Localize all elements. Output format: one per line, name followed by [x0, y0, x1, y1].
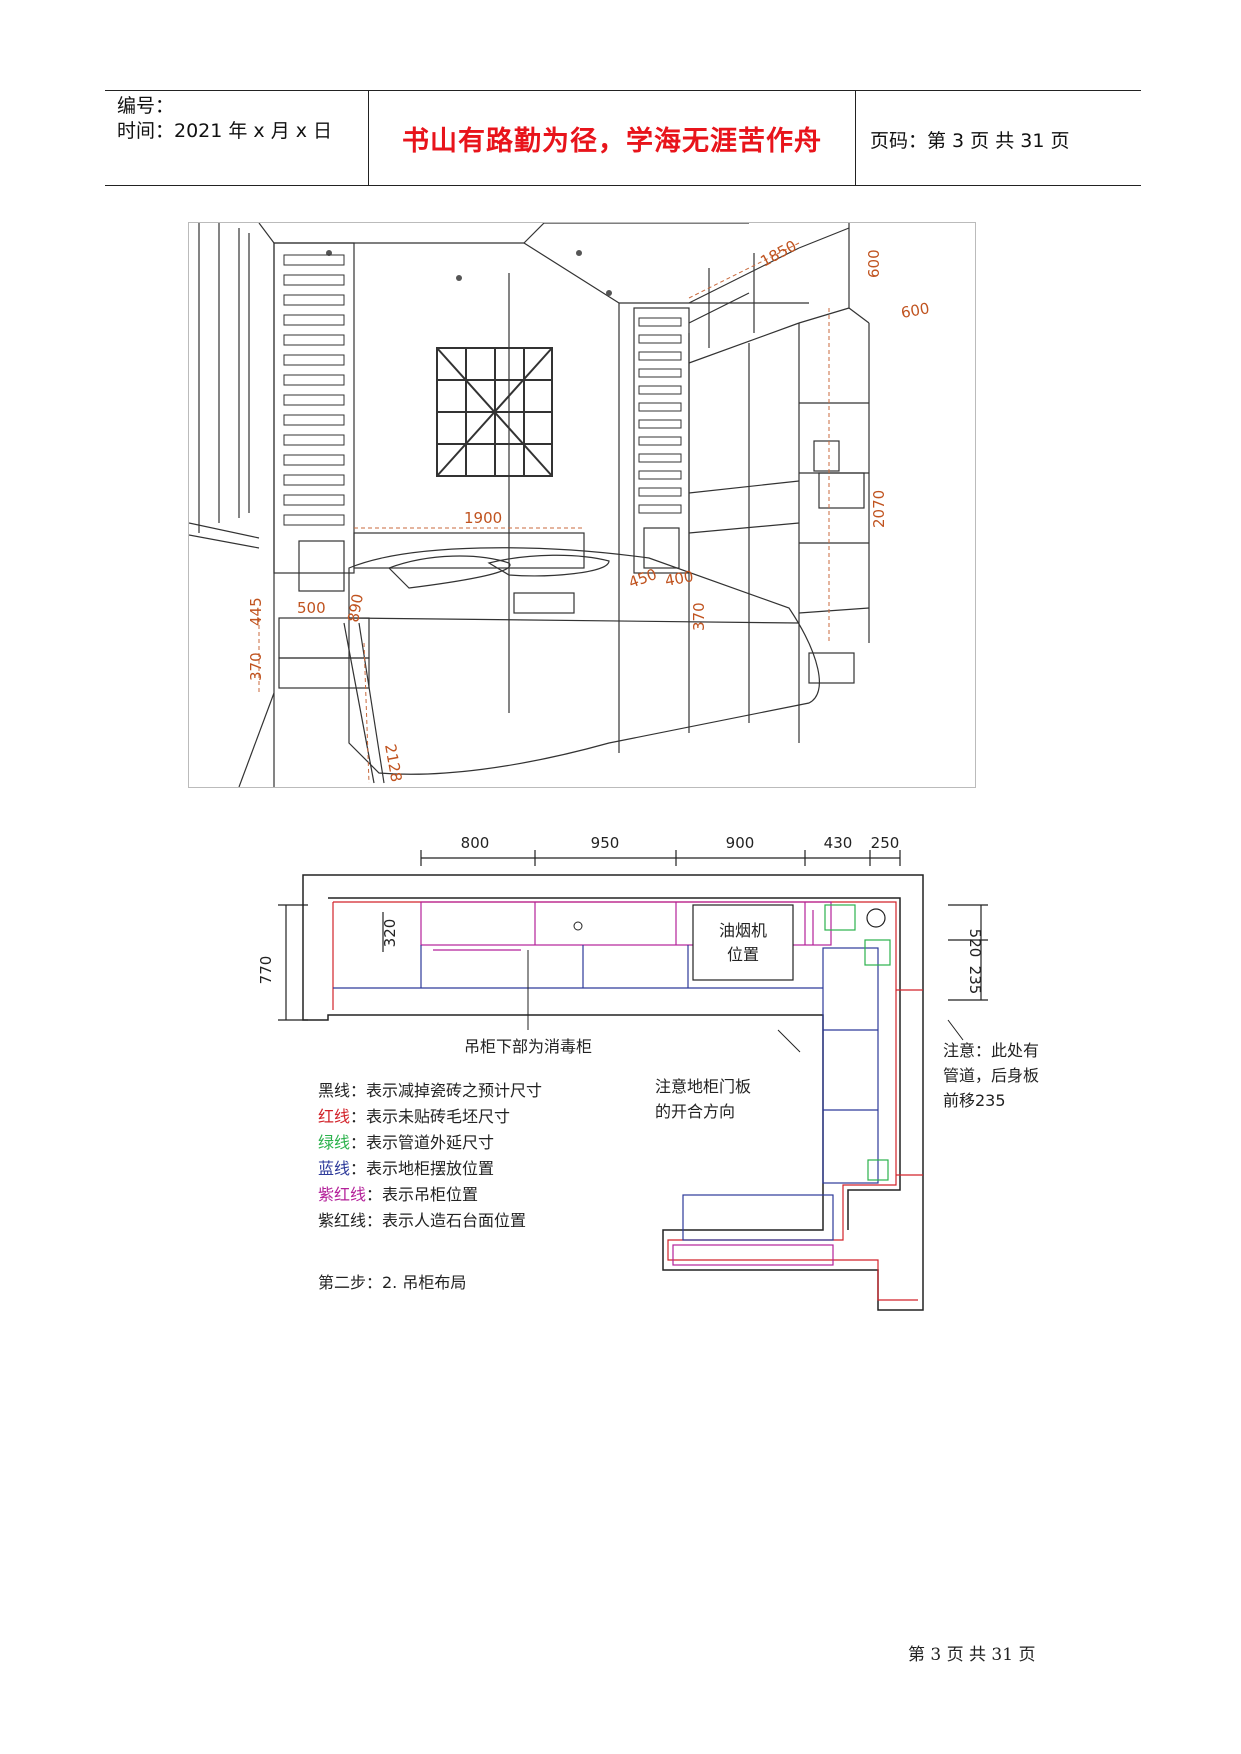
dim-shelf-height: 2070 — [870, 490, 888, 528]
dim-wardrobe-top-height: 600 — [865, 249, 883, 278]
serial-label: 编号： — [117, 95, 175, 117]
bedroom-sketch: 1900 1850 600 600 2070 500 445 370 890 4… — [188, 222, 931, 788]
dim-nightstand-left-base: 370 — [247, 652, 265, 681]
dim-nightstand-left-width: 500 — [297, 599, 326, 617]
top-dim-5: 250 — [871, 834, 900, 852]
door-note-2: 的开合方向 — [655, 1102, 735, 1121]
bedroom-drawing: 1900 1850 600 600 2070 500 445 370 890 4… — [188, 222, 976, 788]
legend: 黑线：表示减掉瓷砖之预计尺寸 红线：表示未贴砖毛坯尺寸 绿线：表示管道外延尺寸 … — [318, 1081, 542, 1230]
lattice-panel — [436, 347, 553, 477]
motto: 书山有路勤为径，学海无涯苦作舟 — [402, 126, 822, 157]
header-table: 编号： 时间：2021 年 x 月 x 日 书山有路勤为径，学海无涯苦作舟 页码… — [105, 90, 1141, 186]
header-meta-cell: 编号： 时间：2021 年 x 月 x 日 — [105, 91, 369, 185]
page-footer: 第 3 页 共 31 页 — [908, 1645, 1036, 1665]
hood-label-1: 油烟机 — [719, 921, 767, 940]
top-dim-2: 950 — [591, 834, 620, 852]
legend-item: 红线：表示未贴砖毛坯尺寸 — [318, 1107, 510, 1126]
top-dim-1: 800 — [461, 834, 490, 852]
legend-item: 黑线：表示减掉瓷砖之预计尺寸 — [318, 1081, 542, 1100]
top-dim-4: 430 — [824, 834, 853, 852]
dim-nightstand-left-height: 445 — [247, 597, 265, 626]
pipe-note-1: 注意：此处有 — [943, 1041, 1039, 1060]
pipe-note-3: 前移235 — [943, 1091, 1006, 1110]
header-motto-cell: 书山有路勤为径，学海无涯苦作舟 — [369, 91, 856, 185]
step-label: 第二步：2. 吊柜布局 — [318, 1273, 466, 1292]
right-dim-2: 235 — [966, 966, 984, 995]
left-dim: 770 — [257, 956, 275, 985]
dim-nightstand-right-width: 400 — [664, 567, 695, 590]
door-note-1: 注意地柜门板 — [655, 1077, 751, 1096]
dim-shelf-depth: 600 — [900, 299, 931, 322]
hood-label-2: 位置 — [727, 945, 759, 964]
dim-headboard-height: 890 — [344, 592, 367, 623]
dim-bed-width: 1900 — [464, 509, 502, 527]
legend-item: 紫红线：表示吊柜位置 — [318, 1185, 478, 1204]
legend-item: 蓝线：表示地柜摆放位置 — [318, 1159, 494, 1178]
page-code: 页码：第 3 页 共 31 页 — [870, 130, 1070, 152]
kitchen-plan: 800 950 900 430 250 770 320 520 235 — [188, 830, 1130, 1325]
dim-bed-length: 2128 — [381, 743, 405, 784]
pipe-note-2: 管道，后身板 — [943, 1066, 1039, 1085]
top-dim-3: 900 — [726, 834, 755, 852]
hood-box — [692, 904, 794, 981]
inner-dim: 320 — [381, 919, 399, 948]
header-page-cell: 页码：第 3 页 共 31 页 — [856, 91, 1141, 185]
dim-nightstand-right-depth: 450 — [626, 565, 659, 592]
time-label: 时间：2021 年 x 月 x 日 — [117, 120, 333, 142]
right-dim-1: 520 — [966, 929, 984, 958]
dim-wardrobe-top-length: 1850 — [757, 237, 799, 271]
legend-item: 绿线：表示管道外延尺寸 — [318, 1133, 494, 1152]
kitchen-plan-drawing: 800 950 900 430 250 770 320 520 235 — [257, 834, 1039, 1311]
cabinet-note: 吊柜下部为消毒柜 — [464, 1037, 592, 1056]
legend-item: 紫红线：表示人造石台面位置 — [318, 1211, 526, 1230]
dim-nightstand-right-height: 370 — [690, 602, 708, 631]
